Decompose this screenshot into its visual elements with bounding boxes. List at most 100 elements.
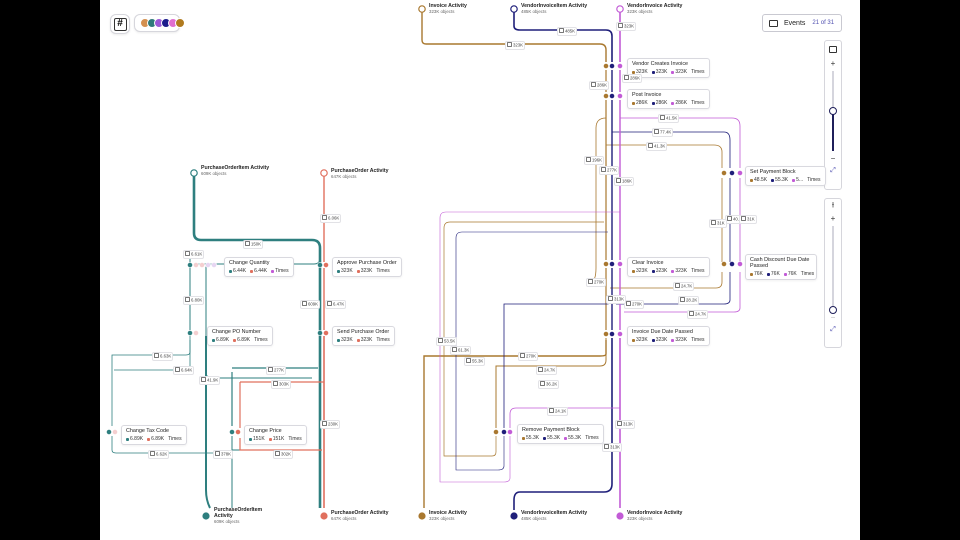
edge-label[interactable]: 270K	[586, 278, 607, 287]
edge-pon-tax	[111, 336, 191, 426]
edge-vi-payment	[620, 117, 741, 168]
object-type-legend-button[interactable]	[134, 14, 185, 32]
path-slider-handle[interactable]	[829, 306, 837, 314]
path-icon: ⫲	[831, 202, 835, 209]
edge-label[interactable]: 6.63K	[152, 352, 174, 361]
edge-label[interactable]: 270K	[624, 300, 645, 309]
edge-label[interactable]: 323K	[616, 22, 637, 31]
activity-slider-handle[interactable]	[829, 107, 837, 115]
start-vi	[616, 5, 624, 13]
edge-label[interactable]: 277K	[266, 366, 287, 375]
edge-label[interactable]: 286K	[622, 74, 643, 83]
start-po	[320, 169, 328, 177]
process-graph-canvas[interactable]: # Events 21 of 31 + − ⤢ ⫲ + − ⤢ Purchase…	[100, 0, 860, 540]
events-panel[interactable]: Events 21 of 31	[762, 14, 842, 32]
hashtag-icon: #	[113, 17, 127, 31]
edge-label[interactable]: 609K	[300, 300, 321, 309]
path-zoom-in-button[interactable]: +	[830, 214, 836, 223]
edge-label[interactable]: 186K	[614, 177, 635, 186]
edge-label[interactable]: 55.3K	[464, 357, 486, 366]
path-slider[interactable]	[829, 226, 837, 314]
edge-label[interactable]: 6.61K	[183, 250, 205, 259]
edge-vii-top	[513, 12, 613, 62]
edge-label[interactable]: 485K	[557, 27, 578, 36]
edge-label[interactable]: 24.7K	[687, 310, 709, 319]
edge-pon-end	[205, 336, 211, 509]
edge-label[interactable]: 28.2K	[678, 296, 700, 305]
zoom-out-button[interactable]: −	[830, 154, 836, 163]
edge-poi-quantity	[196, 257, 321, 265]
edge-remove-back	[443, 221, 604, 457]
edge-label[interactable]: 313K	[606, 295, 627, 304]
edge-label[interactable]: 196K	[584, 156, 605, 165]
edge-label[interactable]: 230K	[320, 420, 341, 429]
edge-label[interactable]: 6.80K	[183, 296, 205, 305]
edge-label[interactable]: 41.9K	[199, 376, 221, 385]
edge-label[interactable]: 303K	[271, 380, 292, 389]
edge-label[interactable]: 378K	[213, 450, 234, 459]
activity-zoom-control[interactable]: + − ⤢	[824, 40, 842, 190]
edge-label[interactable]: 286K	[589, 81, 610, 90]
edge-label[interactable]: 77.4K	[652, 128, 674, 137]
layout-toggle-button[interactable]: #	[110, 14, 130, 34]
edge-label[interactable]: 24.1K	[547, 407, 569, 416]
edge-label[interactable]: 6.06K	[320, 214, 342, 223]
path-zoom-out-button[interactable]: −	[830, 313, 836, 322]
edge-label[interactable]: 31K	[739, 215, 757, 224]
events-label: Events	[784, 19, 806, 27]
path-zoom-control[interactable]: ⫲ + − ⤢	[824, 198, 842, 348]
zoom-in-button[interactable]: +	[830, 59, 836, 68]
edge-label[interactable]: 24.7K	[536, 366, 558, 375]
edge-label[interactable]: 150K	[243, 240, 264, 249]
edge-label[interactable]: 270K	[518, 352, 539, 361]
edge-label[interactable]: 313K	[615, 420, 636, 429]
edge-label[interactable]: 323K	[505, 41, 526, 50]
edge-label[interactable]: 302K	[273, 450, 294, 459]
edge-inv-loop	[589, 117, 607, 283]
edge-label[interactable]: 6.47K	[325, 300, 347, 309]
expand-icon[interactable]: ⤢	[830, 167, 836, 174]
frame-icon[interactable]	[829, 46, 837, 53]
edge-label[interactable]: 24.7K	[673, 282, 695, 291]
edge-label[interactable]: 277K	[599, 166, 620, 175]
edge-label[interactable]: 6.64K	[173, 366, 195, 375]
edge-label[interactable]: 313K	[602, 443, 623, 452]
activity-slider[interactable]	[829, 71, 837, 151]
edge-vii-end	[513, 338, 613, 510]
edge-label[interactable]: 31K	[709, 219, 727, 228]
edge-label[interactable]: 53.5K	[436, 337, 458, 346]
edge-label[interactable]: 36.2K	[538, 380, 560, 389]
edge-label[interactable]: 6.62K	[148, 450, 170, 459]
edge-vii-loop	[455, 231, 608, 471]
path-expand-icon[interactable]: ⤢	[830, 326, 836, 333]
edge-vii-cash-back	[616, 272, 731, 305]
end-vii	[510, 512, 518, 520]
edge-label[interactable]: 41.3K	[646, 142, 668, 151]
edge-label[interactable]: 41.5K	[658, 114, 680, 123]
start-poi	[190, 169, 198, 177]
edge-label[interactable]: 61.3K	[450, 346, 472, 355]
